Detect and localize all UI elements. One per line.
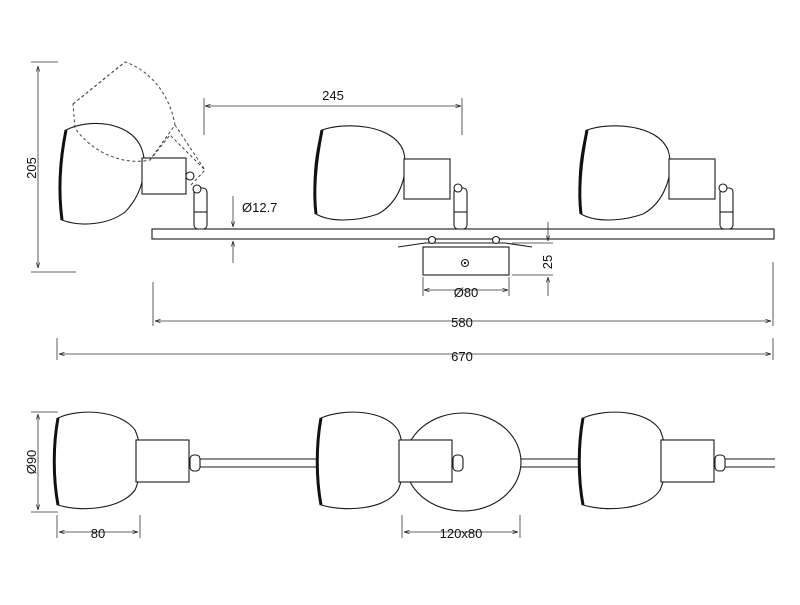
canopy-depth-label: 25 — [540, 255, 555, 269]
top-spot-3 — [577, 411, 726, 510]
shade-diameter-label: Ø90 — [24, 450, 39, 475]
spacing-label: 245 — [322, 88, 344, 103]
dimension-bar-length: 580 — [152, 262, 774, 330]
dimension-canopy: Ø80 — [422, 277, 510, 300]
dimension-canopy-size: 120x80 — [401, 515, 521, 541]
mounting-bar — [151, 228, 775, 240]
dimension-rod: Ø12.7 — [233, 196, 277, 263]
dimension-canopy-depth: 25 — [512, 222, 555, 296]
canopy-diameter-label: Ø80 — [454, 285, 479, 300]
front-view: 205 245 Ø12.7 25 Ø80 — [24, 61, 775, 364]
spot-2 — [313, 125, 463, 221]
shade-depth-label: 80 — [91, 526, 105, 541]
bar-length-label: 580 — [451, 315, 473, 330]
top-view: Ø90 80 120x80 — [24, 411, 775, 541]
spot-1 — [58, 122, 202, 225]
dimension-height: 205 — [24, 61, 76, 273]
swivel-joints — [193, 187, 734, 230]
spot-3 — [578, 125, 728, 221]
rod-label: Ø12.7 — [242, 200, 277, 215]
canopy-size-label: 120x80 — [440, 526, 483, 541]
top-spot-2 — [315, 411, 464, 510]
total-length-label: 670 — [451, 349, 473, 364]
canopy — [397, 235, 533, 276]
dimension-shade-diameter: Ø90 — [24, 411, 58, 513]
top-spot-1 — [52, 411, 201, 510]
dimension-shade-depth: 80 — [56, 515, 141, 541]
spot-1-tilt-ghost — [72, 61, 206, 187]
dimension-spacing: 245 — [203, 88, 463, 135]
dimension-total-length: 670 — [56, 338, 774, 364]
height-label: 205 — [24, 157, 39, 179]
